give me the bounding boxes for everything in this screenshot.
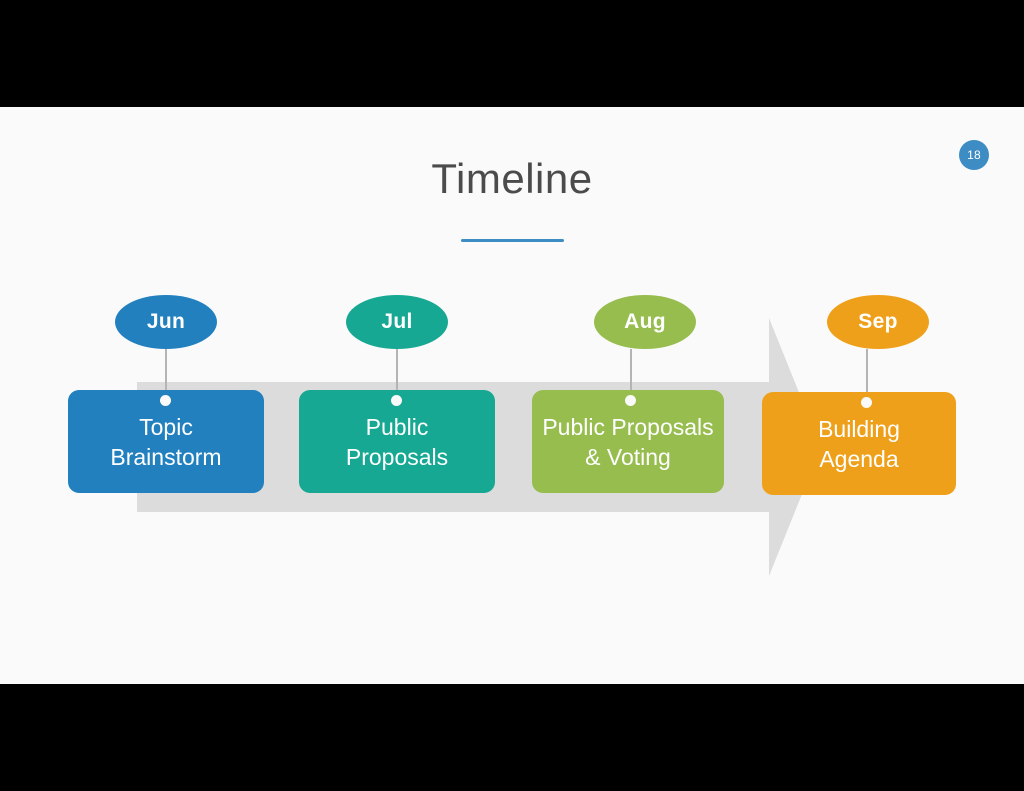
timeline-connector-0 bbox=[165, 349, 167, 397]
title-underline-rule bbox=[461, 239, 564, 242]
timeline-stage-label-3-line2: Agenda bbox=[819, 445, 899, 472]
timeline-connector-dot-1 bbox=[391, 395, 402, 406]
letterbox-bottom-bar bbox=[0, 684, 1024, 791]
timeline-month-pill-3[interactable]: Sep bbox=[827, 295, 929, 349]
timeline-stage-label-2-line2: & Voting bbox=[585, 443, 671, 470]
timeline-month-label-0: Jun bbox=[146, 310, 186, 333]
timeline-month-pill-2[interactable]: Aug bbox=[594, 295, 696, 349]
timeline-stage-label-0-line1: Topic bbox=[139, 413, 193, 440]
slide-canvas: 18 Timeline Jun Topic Brainstorm Jul Pub… bbox=[0, 107, 1024, 684]
timeline-stage-label-1-line1: Public bbox=[365, 413, 429, 440]
timeline-connector-dot-3 bbox=[861, 397, 872, 408]
letterbox-top-bar bbox=[0, 0, 1024, 107]
timeline-month-pill-1[interactable]: Jul bbox=[346, 295, 448, 349]
timeline-month-label-3: Sep bbox=[858, 310, 898, 333]
timeline-connector-2 bbox=[630, 349, 632, 397]
timeline-month-label-2: Aug bbox=[624, 310, 666, 333]
timeline-stage-label-3-line1: Building bbox=[818, 415, 900, 442]
timeline-connector-dot-0 bbox=[160, 395, 171, 406]
timeline-stage-label-0-line2: Brainstorm bbox=[110, 443, 222, 470]
timeline-connector-dot-2 bbox=[625, 395, 636, 406]
timeline-connector-3 bbox=[866, 349, 868, 397]
timeline-month-pill-0[interactable]: Jun bbox=[115, 295, 217, 349]
timeline-stage-card-2[interactable]: Public Proposals & Voting bbox=[532, 390, 724, 493]
timeline-stage-card-1[interactable]: Public Proposals bbox=[299, 390, 495, 493]
timeline-stage-card-0[interactable]: Topic Brainstorm bbox=[68, 390, 264, 493]
page-title: Timeline bbox=[431, 155, 593, 202]
timeline-connector-1 bbox=[396, 349, 398, 397]
timeline-stage-label-2-line1: Public Proposals bbox=[542, 413, 714, 440]
page-number-badge: 18 bbox=[959, 140, 989, 170]
timeline-stage-card-3[interactable]: Building Agenda bbox=[762, 392, 956, 495]
timeline-stage-label-1-line2: Proposals bbox=[345, 443, 449, 470]
timeline-month-label-1: Jul bbox=[381, 310, 413, 333]
